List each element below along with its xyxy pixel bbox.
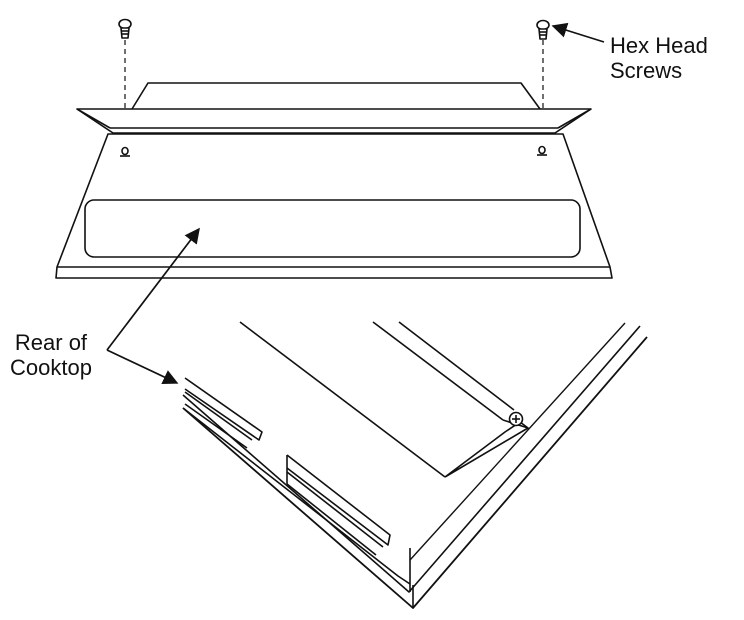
bracket-fold-left <box>76 108 111 129</box>
bracket-back-panel <box>131 82 541 110</box>
hex-head-screws-label-line2: Screws <box>610 58 683 83</box>
rear-panel <box>84 199 581 258</box>
detail-corner <box>182 321 648 609</box>
rear-leader-upper <box>106 227 200 351</box>
hex-head-screws-label-line1: Hex Head <box>610 33 708 58</box>
rear-of-cooktop-label: Rear of Cooktop <box>10 330 92 380</box>
bracket-fold-right <box>557 108 592 129</box>
hex-screw-leader <box>551 22 605 43</box>
rear-of-cooktop-label-line2: Cooktop <box>10 355 92 380</box>
hex-head-screw-icon <box>508 411 524 427</box>
rear-leader-lower <box>106 349 179 385</box>
bracket <box>76 108 592 134</box>
hex-head-screws-label: Hex Head Screws <box>610 33 708 83</box>
screw-hole-right <box>537 145 547 156</box>
hex-head-screw-icon <box>118 18 132 39</box>
screw-hole-left <box>120 146 130 157</box>
rear-of-cooktop-label-line1: Rear of <box>14 330 88 355</box>
hex-head-screw-icon <box>536 19 550 40</box>
